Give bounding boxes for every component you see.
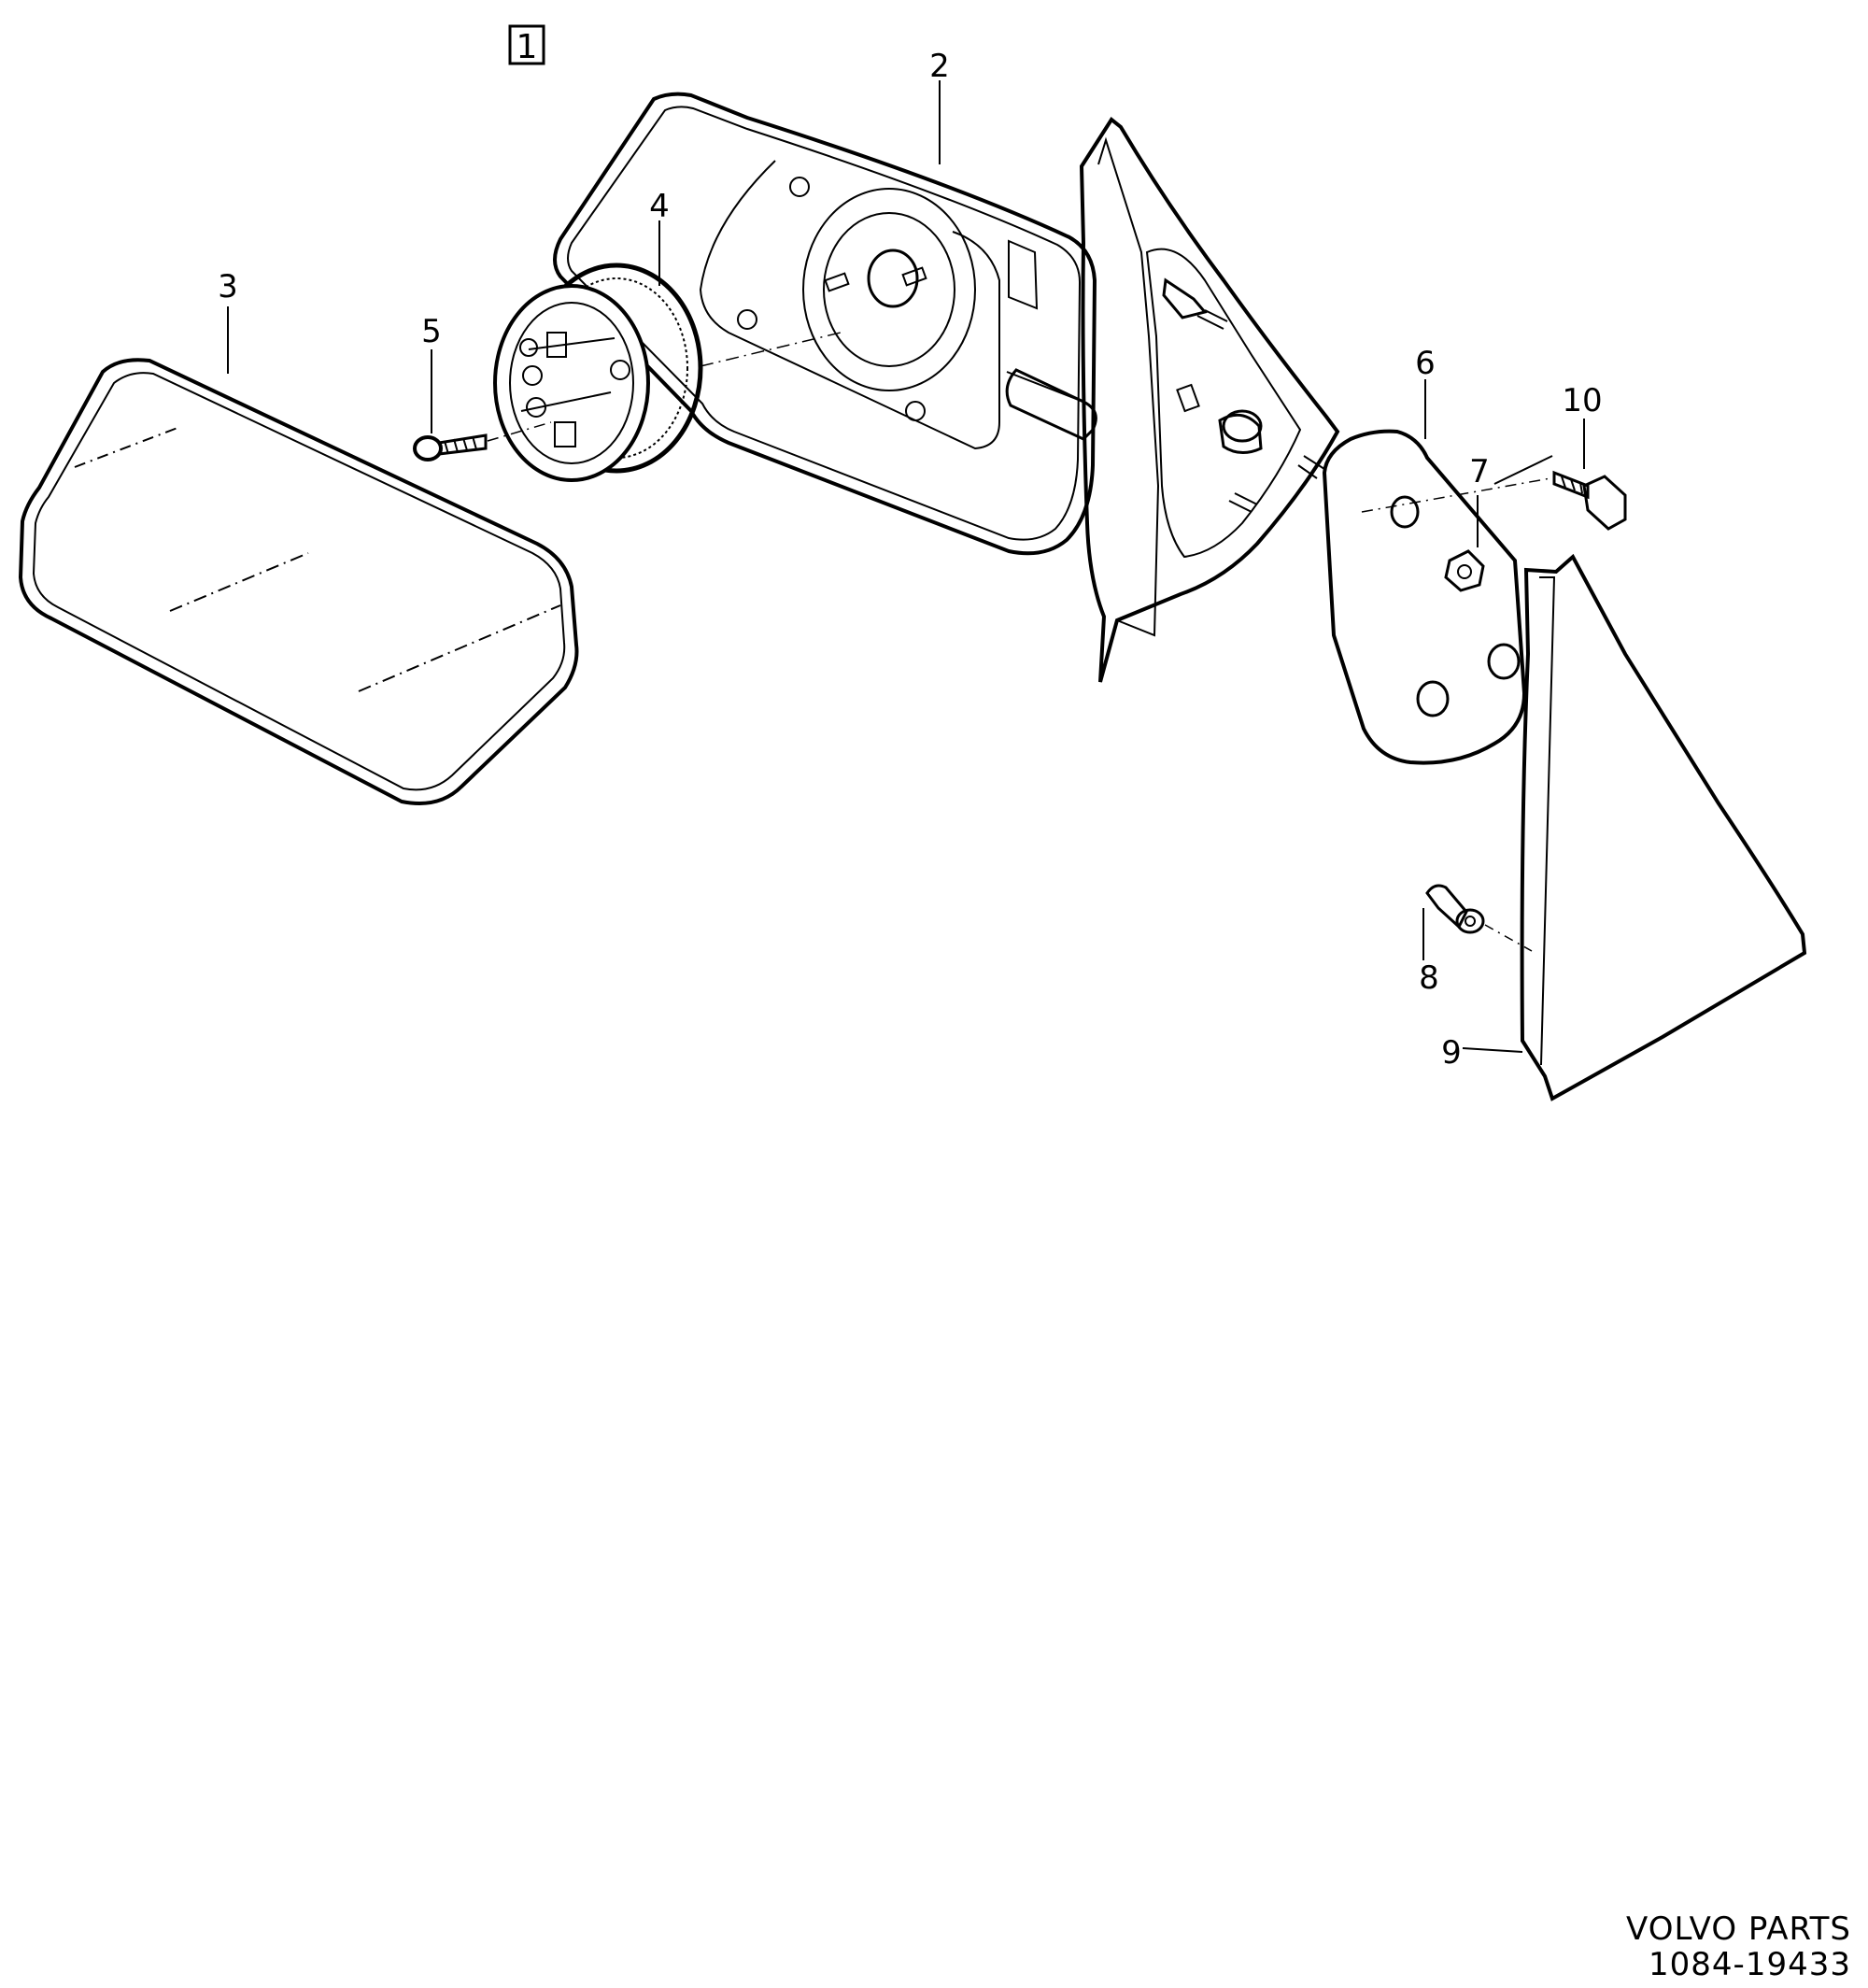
callout-3: 3: [218, 268, 238, 305]
callout-2: 2: [929, 48, 950, 85]
footer-label: VOLVO PARTS 1084-19433: [1626, 1911, 1851, 1982]
mirror-housing: [553, 92, 1097, 556]
mirror-glass: [18, 358, 579, 805]
brand-label: VOLVO PARTS: [1626, 1910, 1851, 1948]
axis-line-motor: [700, 332, 842, 367]
bolt: [1552, 470, 1627, 531]
callout-9: 9: [1441, 1034, 1462, 1072]
axis-line-clip: [1484, 924, 1533, 952]
assembly-number: 1: [517, 28, 538, 66]
axis-line-screw: [487, 421, 552, 442]
nut: [1444, 549, 1485, 592]
leader-line-7b: [1493, 455, 1553, 485]
axis-line-bolt: [1361, 477, 1551, 513]
assembly-number-box: 1: [508, 24, 545, 66]
screw: [413, 433, 488, 462]
callout-10: 10: [1562, 382, 1602, 419]
cover-panel: [1520, 553, 1807, 1101]
mirror-base: [1006, 117, 1340, 683]
callout-6: 6: [1415, 345, 1436, 382]
callout-7: 7: [1469, 453, 1490, 490]
mounting-plate: [1322, 429, 1527, 765]
callout-4: 4: [649, 188, 670, 225]
callout-8: 8: [1419, 959, 1439, 997]
diagram-code: 1084-19433: [1649, 1946, 1851, 1983]
mirror-motor: [493, 263, 703, 482]
leader-line-9: [1462, 1047, 1523, 1053]
clip: [1425, 884, 1485, 934]
callout-5: 5: [421, 313, 442, 350]
